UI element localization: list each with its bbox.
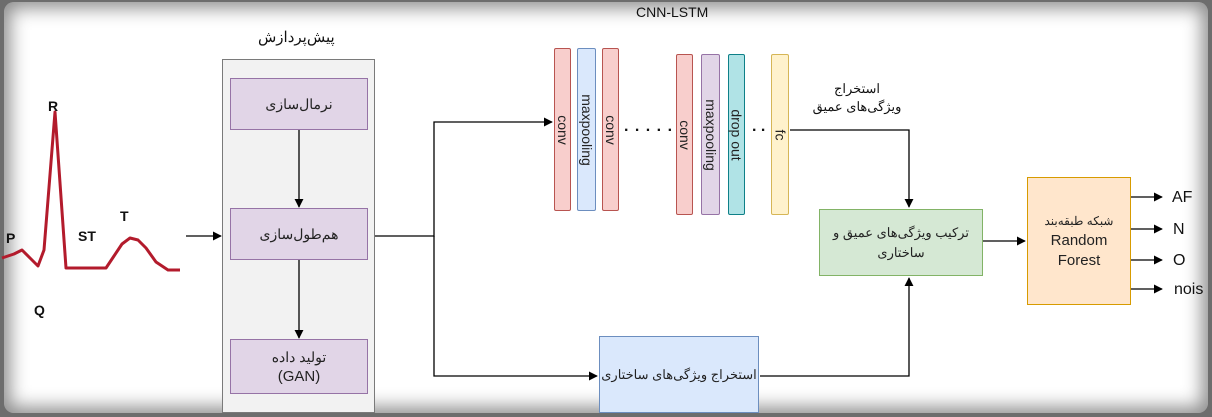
ecg-label-p: P	[6, 230, 16, 246]
arrow-pre-to-cnn	[375, 117, 553, 237]
classifier-label-line3: Forest	[1057, 252, 1101, 269]
classifier-label-line2: Random	[1050, 232, 1108, 249]
output-label-noise: nois	[1174, 281, 1204, 298]
structural-features-box: استخراج ویژگی‌های ساختاری	[599, 336, 759, 413]
combine-label-line2: ساختاری	[877, 244, 925, 260]
ecg-label-st: ST	[78, 228, 96, 244]
deep-features-line1: استخراج	[834, 81, 880, 96]
cnn-layer-conv-1: conv	[554, 48, 571, 211]
cnn-layer-conv-3: conv	[676, 54, 693, 215]
layer-dots-2: . .	[752, 118, 766, 135]
structural-features-label: استخراج ویژگی‌های ساختاری	[601, 366, 757, 382]
ecg-label-r: R	[48, 98, 59, 114]
random-forest-box: شبکه طبقه‌بند Random Forest	[1027, 177, 1131, 305]
output-label-n: N	[1173, 221, 1185, 238]
cnn-layer-maxpooling-2: maxpooling	[701, 54, 720, 215]
gan-label-line2: (GAN)	[277, 367, 321, 385]
equal-length-label: هم‌طول‌سازی	[259, 225, 339, 242]
output-label-o: O	[1173, 252, 1186, 269]
ecg-label-q: Q	[34, 302, 45, 318]
deep-features-label: استخراج ویژگی‌های عمیق	[812, 80, 902, 116]
preprocessing-title: پیش‌پردازش	[258, 29, 335, 46]
cnn-layer-maxpooling-1: maxpooling	[577, 48, 596, 211]
arrow-fc-to-combine	[790, 129, 914, 208]
normalization-box: نرمال‌سازی	[230, 78, 368, 130]
gan-label-line1: تولید داده	[271, 348, 327, 365]
gan-box: تولید داده (GAN)	[230, 339, 368, 394]
output-label-af: AF	[1172, 189, 1193, 206]
combine-features-box: ترکیب ویژگی‌های عمیق و ساختاری	[819, 209, 983, 276]
arrow-structural-to-combine	[760, 277, 914, 377]
cnn-layer-dropout: drop out	[728, 54, 745, 215]
cnn-lstm-title: CNN-LSTM	[636, 4, 709, 20]
normalization-label: نرمال‌سازی	[265, 95, 333, 112]
arrow-pre-to-structural	[433, 236, 598, 381]
layer-dots: . . . . .	[624, 118, 674, 135]
ecg-label-t: T	[120, 208, 129, 224]
combine-label-line1: ترکیب ویژگی‌های عمیق و	[833, 224, 969, 240]
cnn-layer-fc: fc	[771, 54, 789, 215]
ecg-waveform	[1, 110, 180, 272]
cnn-layer-conv-2: conv	[602, 48, 619, 211]
equal-length-box: هم‌طول‌سازی	[230, 208, 368, 260]
deep-features-line2: ویژگی‌های عمیق	[812, 99, 902, 114]
classifier-label-line1: شبکه طبقه‌بند	[1044, 214, 1114, 228]
